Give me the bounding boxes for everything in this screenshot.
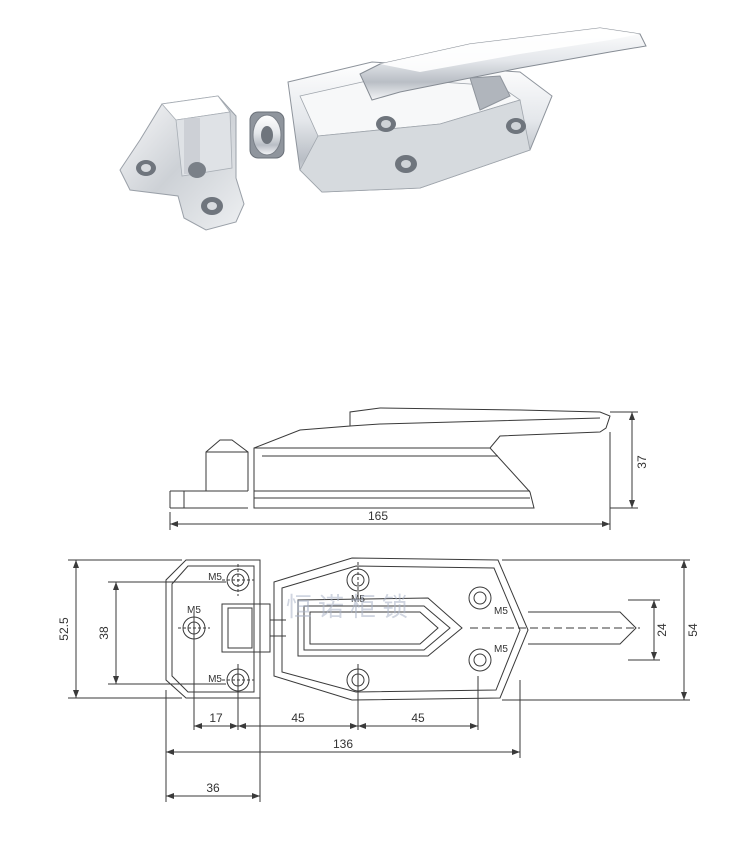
dim-offset: 17 [209,711,223,725]
hole-label-m5: M5 [494,644,508,655]
hole-label-m5: M5 [187,605,201,616]
hole-label-m5: M5 [208,674,222,685]
dim-overall-height: 52.5 [57,617,71,641]
side-view-arrows [170,412,635,527]
dim-body-height: 54 [686,623,700,637]
roller-photo [249,111,285,159]
latch-photo [119,27,647,231]
dim-tongue-width: 24 [655,623,669,637]
dim-total-width: 136 [333,737,353,751]
dim-length-165: 165 [368,509,388,523]
dim-spacing-1: 45 [291,711,305,725]
dim-spacing-2: 45 [411,711,425,725]
latch-body-photo [287,27,647,193]
top-view-arrows [73,560,687,799]
hole-label-m5: M5 [208,572,222,583]
keeper-photo [119,95,245,231]
watermark: 恒诺柜锁 [286,593,414,623]
dim-inner-height: 38 [97,626,111,640]
top-view [68,557,690,802]
dim-keeper-width: 36 [206,781,220,795]
dim-height-37: 37 [635,455,649,469]
hole-label-m5: M5 [494,606,508,617]
side-view [169,407,638,530]
hole-label-m5: M5 [351,594,365,605]
